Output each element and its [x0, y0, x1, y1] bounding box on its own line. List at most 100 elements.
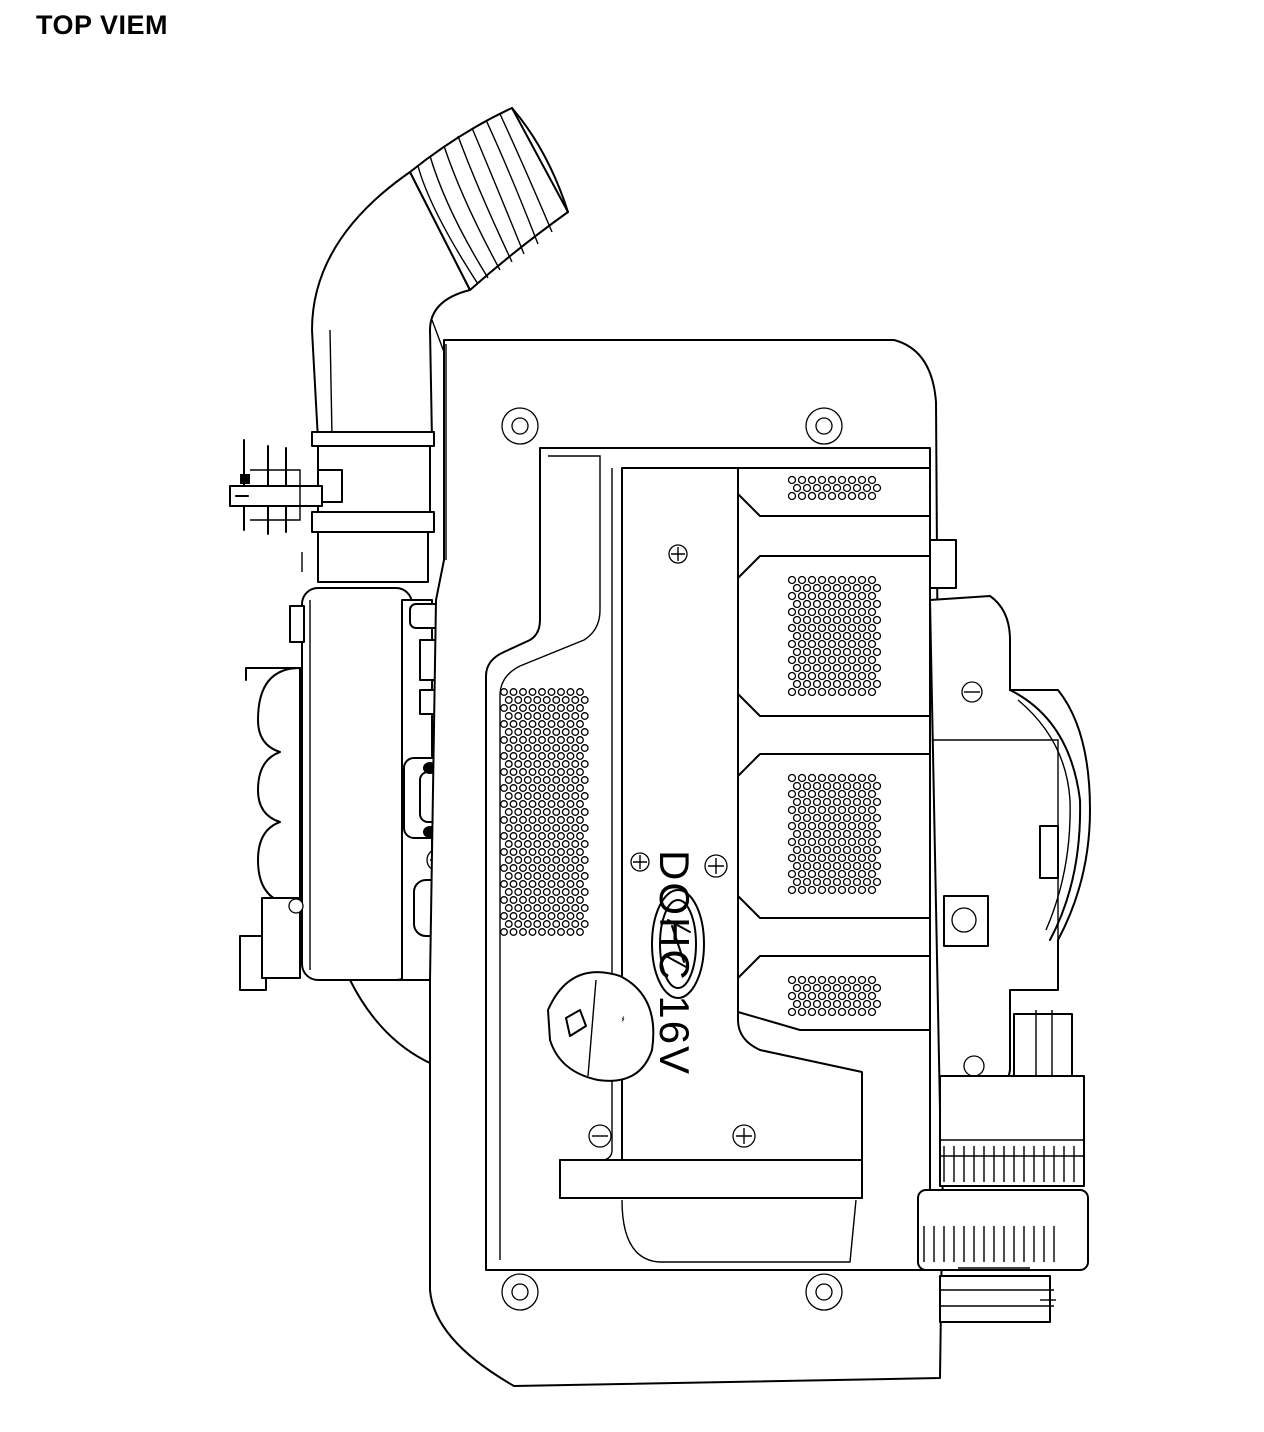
perforation-hole	[857, 773, 867, 783]
perforation-hole	[528, 704, 537, 712]
perforation-hole	[552, 792, 561, 800]
perforation-hole	[797, 1007, 807, 1017]
perforation-hole	[528, 800, 537, 808]
perforation-hole	[797, 687, 807, 697]
perforation-hole	[528, 736, 537, 744]
perforation-hole	[547, 688, 556, 696]
perforation-hole	[523, 856, 532, 864]
perforation-hole	[504, 696, 513, 704]
perforation-hole	[832, 797, 842, 807]
perforation-hole	[827, 475, 837, 485]
perforation-hole	[580, 824, 589, 832]
brand-emblem	[651, 889, 705, 999]
perforation-hole	[538, 768, 546, 776]
perforation-hole	[519, 832, 527, 840]
perforation-hole	[837, 687, 847, 697]
perforation-hole	[538, 752, 546, 760]
perforation-hole	[867, 671, 877, 681]
perforation-hole	[566, 864, 575, 872]
perforation-hole	[852, 829, 862, 839]
perforation-hole	[519, 768, 527, 776]
perforation-hole	[822, 829, 832, 839]
perforation-hole	[822, 647, 832, 657]
perforation-hole	[832, 647, 842, 657]
perforation-hole	[847, 991, 857, 1001]
perforation-hole	[832, 845, 842, 855]
perforation-hole	[571, 872, 580, 880]
perforation-hole	[837, 991, 847, 1001]
perforation-hole	[837, 789, 847, 799]
perforation-hole	[787, 591, 797, 601]
perforation-hole	[509, 928, 518, 936]
perforation-hole	[832, 983, 842, 993]
perforation-hole	[857, 837, 867, 847]
perforation-hole	[514, 760, 523, 768]
perforation-hole	[557, 816, 565, 824]
perforation-hole	[561, 760, 570, 768]
perforation-hole	[576, 928, 584, 936]
perforation-hole	[832, 781, 842, 791]
perforation-hole	[817, 687, 827, 697]
perforation-hole	[538, 848, 546, 856]
perforation-hole	[812, 647, 822, 657]
perforation-hole	[580, 904, 589, 912]
perforation-hole	[580, 920, 589, 928]
perforation-hole	[857, 591, 867, 601]
perforation-hole	[576, 784, 584, 792]
perforation-hole	[519, 848, 527, 856]
perforation-hole	[580, 744, 589, 752]
perforation-hole	[792, 877, 802, 887]
perforation-hole	[827, 671, 837, 681]
perforation-hole	[787, 639, 797, 649]
perforation-hole	[807, 885, 817, 895]
perforation-hole	[867, 853, 877, 863]
perforation-hole	[812, 797, 822, 807]
perforation-hole	[576, 848, 584, 856]
perforation-hole	[561, 712, 570, 720]
perforation-hole	[792, 615, 802, 625]
perforation-hole	[807, 805, 817, 815]
perforation-hole	[862, 983, 872, 993]
perforation-hole	[847, 475, 857, 485]
perforation-hole	[509, 912, 518, 920]
perforation-hole	[797, 869, 807, 879]
perforation-hole	[847, 575, 857, 585]
perforation-hole	[867, 607, 877, 617]
perforation-hole	[528, 832, 537, 840]
perforation-hole	[837, 591, 847, 601]
perforation-hole	[523, 728, 532, 736]
perforation-hole	[552, 728, 561, 736]
perforation-hole	[797, 773, 807, 783]
perforation-hole	[837, 885, 847, 895]
perforation-hole	[867, 623, 877, 633]
perforation-hole	[500, 832, 508, 840]
perforation-hole	[862, 631, 872, 641]
perforation-hole	[832, 813, 842, 823]
perforation-hole	[500, 768, 508, 776]
perforation-hole	[812, 845, 822, 855]
perforation-hole	[787, 1007, 797, 1017]
perforation-hole	[807, 575, 817, 585]
perforation-hole	[847, 805, 857, 815]
perforation-hole	[576, 832, 584, 840]
perforation-hole	[807, 789, 817, 799]
perforation-hole	[580, 808, 589, 816]
perforation-hole	[852, 845, 862, 855]
perforation-hole	[787, 885, 797, 895]
perforation-hole	[528, 720, 537, 728]
perforation-hole	[557, 752, 565, 760]
perforation-hole	[547, 768, 556, 776]
perforation-hole	[822, 483, 832, 493]
perforation-hole	[867, 805, 877, 815]
perforation-hole	[542, 760, 551, 768]
perforation-hole	[538, 800, 546, 808]
perforation-hole	[867, 869, 877, 879]
perforation-hole	[580, 696, 589, 704]
perforation-hole	[576, 704, 584, 712]
perforation-hole	[571, 856, 580, 864]
perforation-hole	[519, 800, 527, 808]
perforation-hole	[872, 877, 882, 887]
perforation-hole	[557, 880, 565, 888]
perforation-hole	[827, 639, 837, 649]
perforation-hole	[547, 832, 556, 840]
